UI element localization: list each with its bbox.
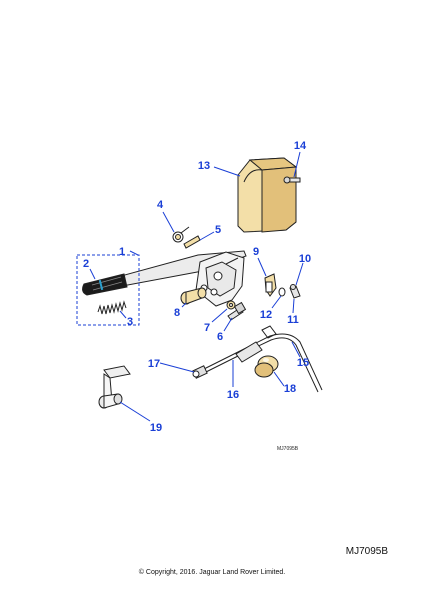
callout-14: 14 (294, 140, 307, 152)
callout-leader-12 (271, 295, 282, 309)
part-clip-12 (278, 287, 286, 297)
callout-leader-8 (181, 302, 187, 308)
callout-leader-7 (211, 308, 228, 323)
callout-leader-18 (273, 371, 285, 387)
callout-5: 5 (215, 224, 221, 236)
part-clevis-9 (264, 273, 277, 297)
part-pin-10 (289, 284, 301, 299)
part-pin-5 (183, 235, 201, 249)
callout-17: 17 (148, 358, 160, 370)
callout-leader-6 (223, 317, 233, 332)
part-cover (237, 157, 298, 233)
callout-leader-9 (257, 257, 267, 277)
part-spring-3 (97, 300, 127, 315)
callout-leader-13 (213, 166, 241, 177)
part-screw-14 (283, 176, 301, 184)
callout-2: 2 (83, 258, 89, 270)
callout-leader-14 (293, 151, 301, 178)
lever-assembly-box (76, 254, 140, 326)
callout-leader-19 (119, 401, 151, 422)
callout-15: 15 (297, 357, 309, 369)
callout-leader-4 (162, 211, 175, 233)
part-cable (192, 325, 323, 393)
part-pivot-19 (98, 365, 131, 409)
callout-leader-17 (159, 362, 195, 373)
callout-4: 4 (157, 199, 164, 211)
callout-leader-10 (295, 262, 304, 286)
callout-leader-1 (129, 250, 139, 256)
callout-leader-15 (291, 341, 301, 358)
callout-12: 12 (260, 309, 272, 321)
diagram-reference: MJ7095B (345, 546, 388, 557)
callout-10: 10 (299, 253, 311, 265)
callout-9: 9 (253, 246, 259, 258)
callout-leader-2 (89, 268, 96, 280)
part-clip-4 (172, 226, 190, 243)
part-bush-8 (180, 287, 207, 305)
callout-13: 13 (198, 160, 210, 172)
callout-leader-11 (292, 298, 295, 314)
diagram-reference-small: MJ7095B (277, 446, 299, 452)
callout-3: 3 (127, 316, 133, 328)
callout-18: 18 (284, 383, 296, 395)
callout-8: 8 (174, 307, 180, 319)
part-washer-7 (226, 300, 236, 310)
callout-7: 7 (204, 322, 210, 334)
callout-leader-3 (119, 310, 127, 319)
callout-16: 16 (227, 389, 239, 401)
callout-19: 19 (150, 422, 162, 434)
part-adjuster-18 (254, 355, 279, 378)
callout-1: 1 (119, 246, 125, 258)
part-bolt-6 (227, 301, 247, 321)
copyright-notice: © Copyright, 2016. Jaguar Land Rover Lim… (138, 569, 286, 576)
callout-6: 6 (217, 331, 223, 343)
callout-leader-5 (199, 231, 215, 241)
callout-11: 11 (287, 314, 299, 326)
